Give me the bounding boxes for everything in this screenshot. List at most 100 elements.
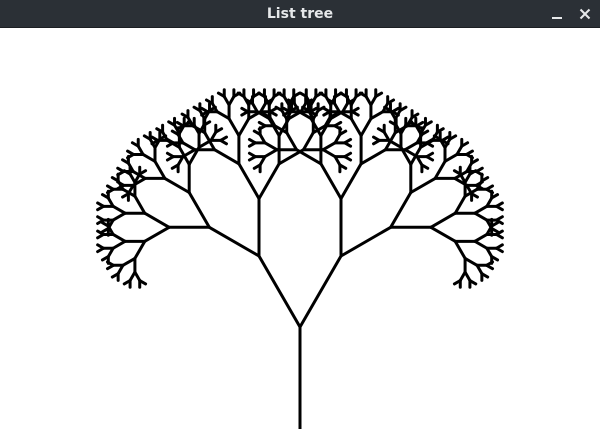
tree-branch [485, 263, 495, 271]
tree-branch [100, 226, 110, 234]
tree-branch [136, 144, 145, 156]
tree-branch [398, 105, 408, 113]
tree-branch [350, 110, 360, 117]
drawing-canvas [0, 28, 600, 429]
tree-branch [131, 170, 147, 180]
tree-branch [369, 110, 385, 121]
tree-branch [425, 155, 435, 162]
tree-branch [143, 211, 171, 229]
tree-branch [495, 218, 504, 225]
tree-branch [480, 176, 490, 183]
tree-branch [126, 161, 135, 174]
tree-branch [452, 279, 462, 286]
tree-branch [106, 196, 115, 208]
tree-branch [338, 129, 348, 136]
tree-branch [100, 255, 110, 262]
tree-branch [181, 148, 197, 159]
tree-branch [110, 272, 120, 279]
tree-branch [372, 135, 381, 142]
tree-branch [181, 141, 197, 152]
tree-branch [423, 120, 433, 127]
tree-branch [343, 141, 353, 148]
close-icon [579, 8, 591, 20]
tree-branch [433, 159, 447, 180]
tree-branch [463, 187, 479, 198]
tree-branch [419, 123, 427, 136]
tree-branch [213, 148, 241, 166]
close-button[interactable] [573, 0, 597, 28]
tree-branch [165, 137, 175, 145]
tree-branch [273, 124, 289, 135]
tree-branch [460, 141, 470, 148]
tree-branch [237, 162, 261, 201]
tree-branch [207, 225, 261, 258]
tree-branch [257, 120, 267, 128]
tree-branch [429, 225, 457, 243]
tree-branch [268, 115, 277, 128]
tree-branch [298, 254, 343, 329]
tree-branch [219, 138, 228, 146]
tree-branch [292, 101, 301, 114]
tree-branch [247, 137, 257, 145]
tree-branch [443, 152, 459, 163]
tree-branch [319, 117, 333, 138]
title-bar[interactable]: List tree [0, 0, 600, 28]
tree-branch [203, 131, 217, 152]
tree-branch [333, 155, 342, 167]
tree-branch [176, 132, 185, 145]
tree-branch [485, 246, 494, 259]
tree-branch [96, 201, 105, 208]
tree-branch [386, 98, 396, 105]
tree-branch [252, 163, 262, 170]
tree-branch [322, 106, 332, 114]
tree-branch [141, 152, 157, 163]
tree-branch [332, 101, 341, 114]
tree-branch [495, 204, 504, 212]
tree-branch [311, 109, 320, 121]
tree-branch [301, 131, 315, 152]
tree-branch [285, 131, 299, 152]
minimize-icon [552, 17, 562, 19]
window-title: List tree [266, 6, 334, 22]
tree-branch [389, 190, 413, 229]
tree-branch [495, 232, 504, 240]
tree-branch [319, 162, 343, 201]
tree-branch [96, 229, 105, 236]
tree-branch [165, 151, 175, 159]
fractal-tree [96, 88, 504, 429]
tree-branch [247, 151, 257, 159]
tree-branch [359, 117, 373, 138]
tree-branch [111, 239, 127, 250]
tree-branch [150, 135, 160, 142]
tree-branch [463, 256, 479, 267]
tree-branch [321, 148, 337, 159]
tree-branch [443, 137, 452, 150]
tree-branch [419, 138, 435, 149]
tree-branch [473, 239, 489, 250]
tree-branch [250, 101, 259, 114]
tree-branch [96, 243, 105, 250]
tree-branch [138, 169, 148, 176]
tree-branch [435, 127, 445, 134]
tree-branch [187, 190, 211, 229]
tree-branch [309, 117, 323, 138]
minimize-button[interactable] [545, 0, 569, 28]
tree-branch [175, 120, 185, 128]
tree-branch [463, 172, 472, 184]
tree-branch [339, 162, 363, 201]
tree-branch [257, 162, 281, 201]
tree-branch [453, 239, 467, 260]
tree-branch [409, 145, 423, 166]
tree-branch [215, 110, 231, 121]
tree-branch [143, 225, 171, 243]
tree-branch [111, 232, 127, 243]
tree-branch [311, 124, 327, 135]
tree-branch [458, 270, 467, 283]
tree-branch [257, 254, 302, 329]
tree-branch [170, 163, 180, 170]
tree-branch [337, 110, 353, 121]
tree-branch [468, 169, 478, 176]
tree-branch [240, 106, 250, 114]
tree-branch [163, 176, 191, 194]
